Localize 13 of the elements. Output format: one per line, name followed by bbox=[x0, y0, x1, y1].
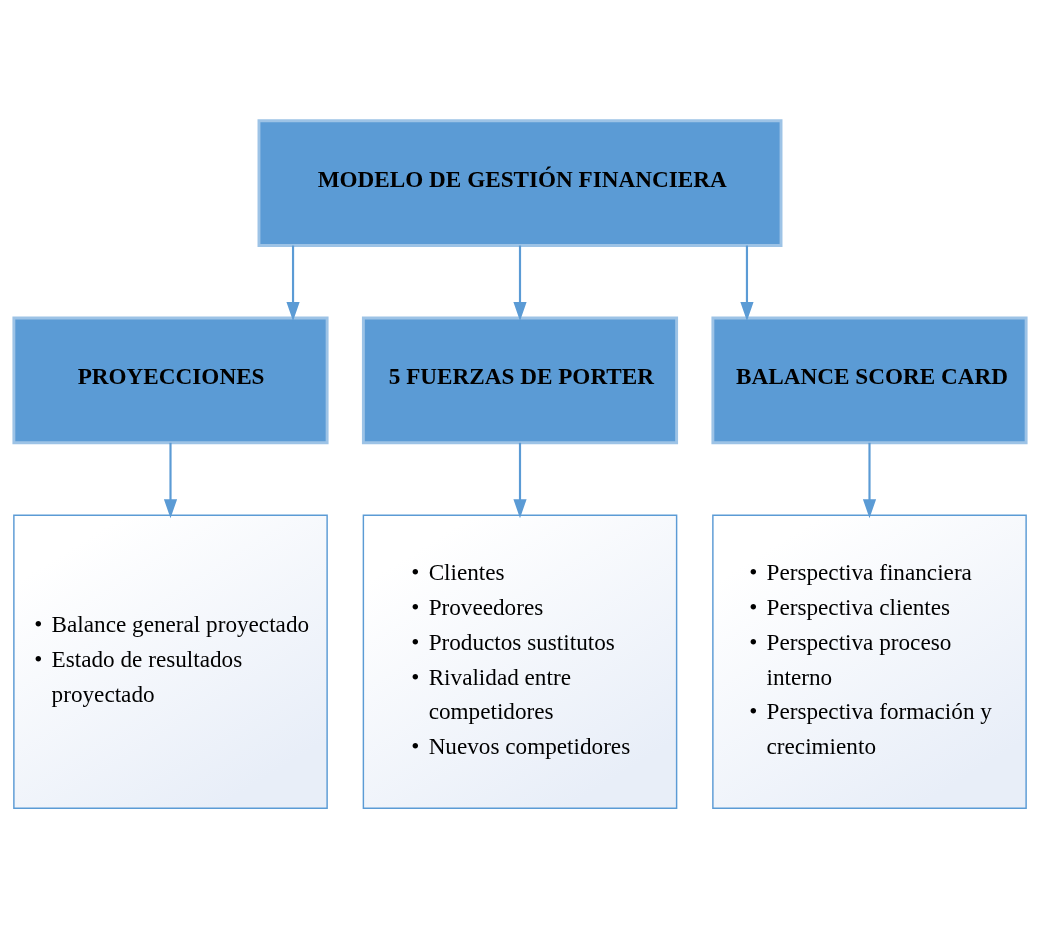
node-box: • Clientes • Proveedores • Productos sustitutos • Rivalidad entre competidores • Nuevos competidores bbox=[362, 514, 678, 809]
node-box: BALANCE SCORE CARD bbox=[711, 316, 1028, 445]
node-box: • Balance general proyectado • Estado de resultados proyectado bbox=[13, 514, 328, 809]
node-box: • Perspectiva financiera • Perspectiva clientes • Perspectiva proceso interno • Perspectiva formación y crecimiento bbox=[712, 514, 1027, 809]
node-box: PROYECCIONES bbox=[12, 316, 329, 445]
node-box: MODELO DE GESTIÓN FINANCIERA bbox=[257, 119, 783, 247]
arrow bbox=[286, 245, 300, 321]
node-box: 5 FUERZAS DE PORTER bbox=[361, 316, 679, 445]
arrow bbox=[513, 245, 527, 321]
arrow bbox=[163, 442, 178, 519]
arrow bbox=[513, 442, 527, 519]
arrow bbox=[862, 442, 877, 519]
arrow bbox=[740, 245, 754, 321]
